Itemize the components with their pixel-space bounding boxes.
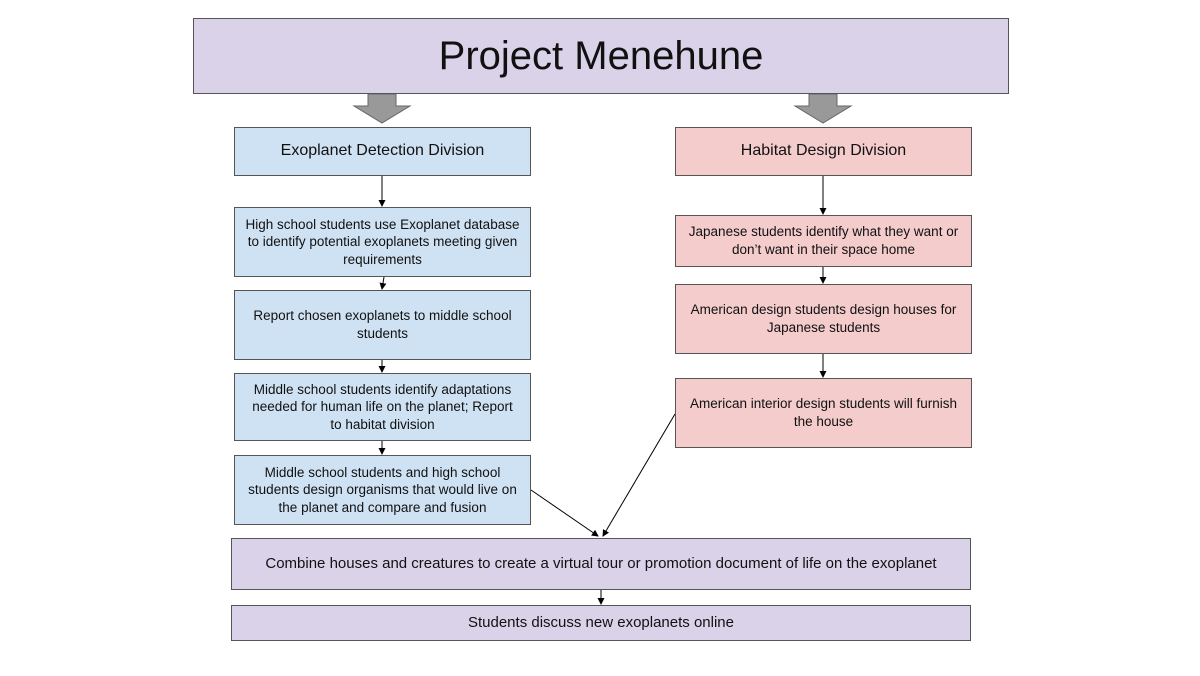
- block-arrow-left: [352, 93, 412, 124]
- habitat-step-2-text: American design students design houses f…: [690, 302, 957, 335]
- habitat-step-1: Japanese students identify what they wan…: [675, 215, 972, 267]
- project-title-text: Project Menehune: [438, 34, 764, 78]
- detection-step-4-text: Middle school students and high school s…: [248, 464, 517, 515]
- habitat-step-3: American interior design students will f…: [675, 378, 972, 448]
- block-arrow-right: [793, 93, 853, 124]
- habitat-division-header: Habitat Design Division: [675, 127, 972, 176]
- habitat-step-1-text: Japanese students identify what they wan…: [688, 224, 959, 257]
- connector-detect-to-combine: [530, 489, 599, 537]
- final-step: Students discuss new exoplanets online: [231, 605, 971, 641]
- connector-habitat-to-combine: [602, 413, 676, 537]
- final-step-text: Students discuss new exoplanets online: [467, 614, 734, 632]
- detection-step-3-text: Middle school students identify adaptati…: [252, 381, 513, 432]
- detection-step-2-text: Report chosen exoplanets to middle schoo…: [253, 308, 512, 341]
- detection-step-1: High school students use Exoplanet datab…: [234, 207, 531, 277]
- project-title: Project Menehune: [193, 18, 1009, 94]
- habitat-step-2: American design students design houses f…: [675, 284, 972, 354]
- detection-step-4: Middle school students and high school s…: [234, 455, 531, 525]
- combine-step: Combine houses and creatures to create a…: [231, 538, 971, 590]
- detection-step-3: Middle school students identify adaptati…: [234, 373, 531, 441]
- detection-division-title: Exoplanet Detection Division: [280, 142, 485, 160]
- detection-step-2: Report chosen exoplanets to middle schoo…: [234, 290, 531, 360]
- connector-detect-step1-step2: [379, 276, 387, 290]
- detection-division-header: Exoplanet Detection Division: [234, 127, 531, 176]
- combine-step-text: Combine houses and creatures to create a…: [265, 555, 937, 573]
- habitat-division-title: Habitat Design Division: [740, 142, 907, 160]
- detection-step-1-text: High school students use Exoplanet datab…: [245, 216, 520, 267]
- habitat-step-3-text: American interior design students will f…: [689, 396, 958, 429]
